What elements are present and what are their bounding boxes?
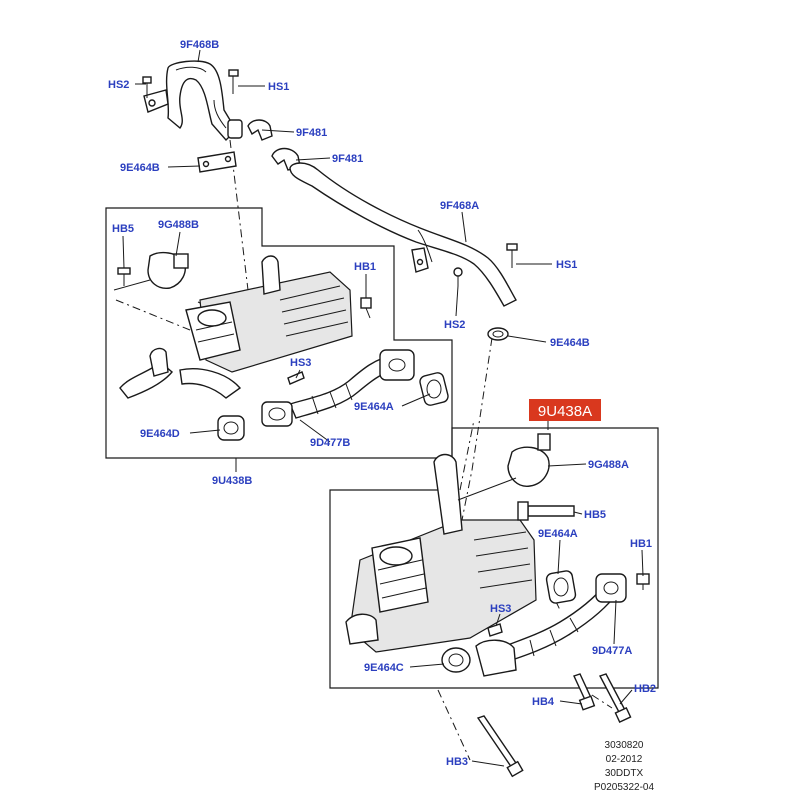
hose-9f468a bbox=[289, 162, 517, 307]
label-hb4: HB4 bbox=[532, 696, 555, 708]
vacuum-actuator-9g488a bbox=[457, 433, 551, 501]
screw-hs2-top bbox=[142, 76, 152, 98]
label-hs1-right: HS1 bbox=[556, 259, 577, 271]
bolt-hb4 bbox=[573, 673, 596, 711]
label-hb1-right: HB1 bbox=[630, 538, 652, 550]
label-9u438b: 9U438B bbox=[212, 475, 252, 487]
clamp-9f481-a bbox=[247, 119, 273, 141]
label-9e464b-left: 9E464B bbox=[120, 162, 160, 174]
egr-cooler-assembly-right bbox=[345, 453, 537, 653]
label-hs3-right: HS3 bbox=[490, 603, 511, 615]
reference-block: 3030820 02-2012 30DDTX P0205322-04 bbox=[594, 740, 654, 793]
reference-line-1: 3030820 bbox=[605, 740, 644, 751]
pipe-9d477b bbox=[261, 349, 415, 427]
label-hs2-right: HS2 bbox=[444, 319, 465, 331]
bolt-hb2 bbox=[598, 673, 632, 723]
gasket-9e464b-left bbox=[197, 151, 237, 173]
reference-line-3: 30DDTX bbox=[605, 768, 644, 779]
bolt-hb3 bbox=[476, 715, 524, 778]
label-9d477b: 9D477B bbox=[310, 437, 350, 449]
label-hb2: HB2 bbox=[634, 683, 656, 695]
bolt-hb1-left bbox=[360, 297, 372, 319]
assembly-box-9u438b bbox=[105, 207, 453, 459]
gasket-9e464a-left bbox=[419, 372, 449, 406]
label-9f481-a: 9F481 bbox=[296, 127, 327, 139]
vacuum-actuator-9g488b bbox=[113, 251, 189, 291]
label-9e464a-left: 9E464A bbox=[354, 401, 394, 413]
reference-line-2: 02-2012 bbox=[606, 754, 643, 765]
label-9f468b-top: 9F468B bbox=[180, 39, 219, 51]
hose-9f468b bbox=[143, 60, 243, 142]
label-9g488a: 9G488A bbox=[588, 459, 629, 471]
label-9e464d: 9E464D bbox=[140, 428, 180, 440]
egr-cooler-assembly-left bbox=[119, 255, 353, 399]
reference-line-4: P0205322-04 bbox=[594, 782, 654, 793]
label-9e464a-right: 9E464A bbox=[538, 528, 578, 540]
gasket-9e464c bbox=[441, 647, 471, 673]
label-9g488b: 9G488B bbox=[158, 219, 199, 231]
gasket-9e464a-right bbox=[545, 570, 577, 604]
label-9f481-b: 9F481 bbox=[332, 153, 363, 165]
label-hs3-left: HS3 bbox=[290, 357, 311, 369]
label-hb1-left: HB1 bbox=[354, 261, 376, 273]
label-9u438a-highlight bbox=[529, 399, 601, 421]
label-hs2-top: HS2 bbox=[108, 79, 129, 91]
pipe-9d477a bbox=[475, 573, 627, 677]
bolt-hb1-right bbox=[636, 573, 650, 590]
gasket-9e464d bbox=[217, 415, 245, 441]
label-hb3: HB3 bbox=[446, 756, 468, 768]
screw-hs1-right bbox=[506, 243, 518, 268]
leader-lines bbox=[122, 49, 644, 767]
label-hs1-top: HS1 bbox=[268, 81, 289, 93]
label-9f468a: 9F468A bbox=[440, 200, 479, 212]
bolt-hb5-right bbox=[517, 501, 575, 521]
label-9e464b-right: 9E464B bbox=[550, 337, 590, 349]
label-hb5-left: HB5 bbox=[112, 223, 134, 235]
label-hb5-right: HB5 bbox=[584, 509, 606, 521]
callout-labels: 9F468B HS2 HS1 9F481 9F481 9E464B 9F468A… bbox=[108, 39, 656, 768]
bolt-hb5-left bbox=[117, 267, 131, 286]
screw-hs1-top bbox=[228, 69, 239, 94]
label-9u438a: 9U438A bbox=[538, 403, 592, 420]
label-9d477a: 9D477A bbox=[592, 645, 632, 657]
screw-hs2-right bbox=[453, 267, 463, 286]
gasket-9e464b-right bbox=[487, 327, 509, 341]
label-9e464c: 9E464C bbox=[364, 662, 404, 674]
